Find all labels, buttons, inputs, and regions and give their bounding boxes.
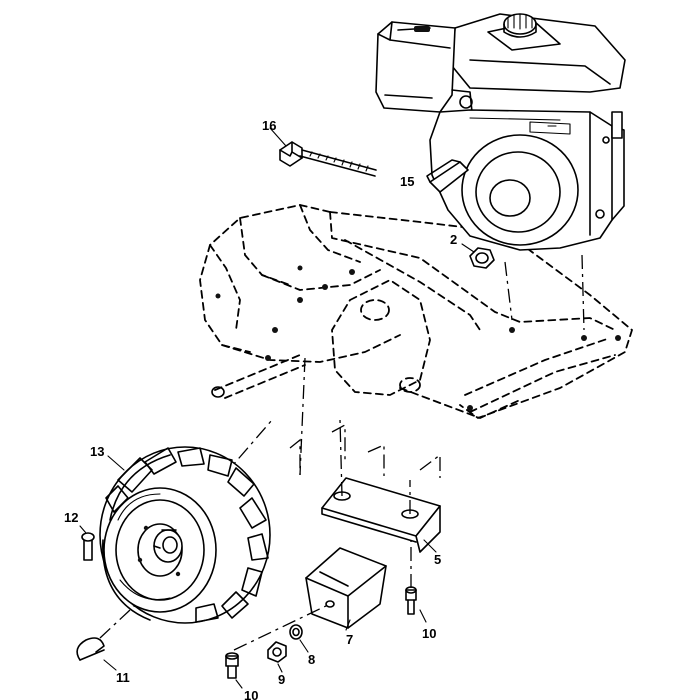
callout-15: 15 xyxy=(400,174,414,189)
callout-16: 16 xyxy=(262,118,276,133)
tire-wheel-assembly xyxy=(99,446,271,624)
mounting-bracket xyxy=(321,419,441,553)
cable-tie xyxy=(269,127,377,177)
callout-7: 7 xyxy=(346,632,353,647)
engine xyxy=(375,13,626,251)
callout-labels: 16 15 2 13 12 5 7 10 8 9 10 11 xyxy=(64,118,457,700)
callout-13: 13 xyxy=(90,444,104,459)
wheel-weight-block xyxy=(233,547,387,651)
phantom-tiller-frame xyxy=(199,204,633,419)
phantom-zigzags xyxy=(289,423,441,478)
callout-11: 11 xyxy=(116,670,130,685)
hex-bolt-left xyxy=(225,652,243,689)
callout-12: 12 xyxy=(64,510,78,525)
callout-10-left: 10 xyxy=(244,688,258,700)
hairpin-clip xyxy=(76,637,117,671)
callout-9: 9 xyxy=(278,672,285,687)
hex-nut xyxy=(461,243,495,269)
lock-washer xyxy=(289,624,309,653)
callout-8: 8 xyxy=(308,652,315,667)
phantom-bolts xyxy=(215,265,621,411)
hex-bolt-right xyxy=(405,540,427,623)
leader-wheel-11 xyxy=(99,581,161,639)
clevis-pin xyxy=(79,525,95,561)
leader-axle-right xyxy=(299,357,306,476)
callout-5: 5 xyxy=(434,552,441,567)
callout-10-right: 10 xyxy=(422,626,436,641)
callout-2: 2 xyxy=(450,232,457,247)
hex-nut-small xyxy=(267,641,287,673)
